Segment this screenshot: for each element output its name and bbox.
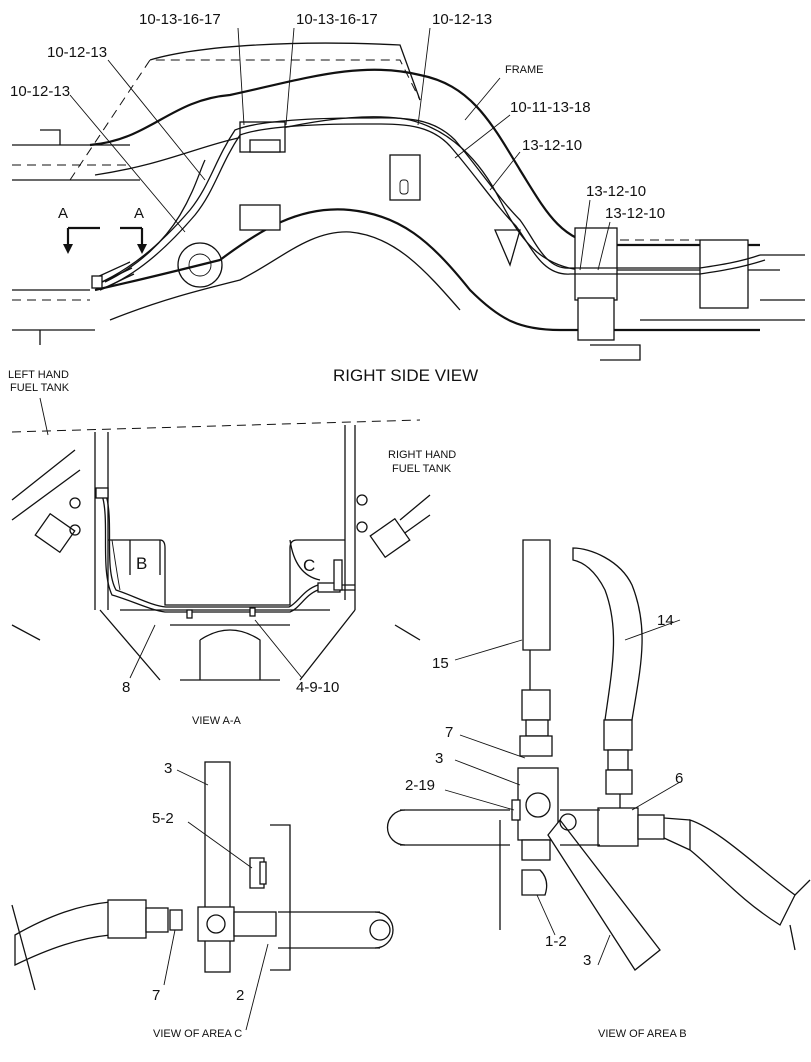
section-mark-a-right: A	[134, 205, 144, 222]
callout-7-area-c: 7	[152, 987, 160, 1004]
left-tank-label-line2: FUEL TANK	[10, 382, 70, 394]
left-tank-label-line1: LEFT HAND	[8, 369, 69, 381]
view-area-c: 3 5-2 7 2 VIEW OF AREA C	[11, 760, 394, 1040]
callout-10-12-13-mid: 10-12-13	[47, 44, 107, 61]
right-tank-label-line1: RIGHT HAND	[388, 449, 456, 461]
callout-13-12-10-a: 13-12-10	[522, 137, 582, 154]
callout-14: 14	[657, 612, 674, 629]
callout-3-area-b-bottom: 3	[583, 952, 591, 969]
area-b-title: VIEW OF AREA B	[598, 1028, 687, 1040]
callout-1-2: 1-2	[545, 933, 567, 950]
callout-2-area-c: 2	[236, 987, 244, 1004]
callout-8: 8	[122, 679, 130, 696]
callout-3-area-c: 3	[164, 760, 172, 777]
right-side-view: A A 10-13-16-17 10-13-16-17 10-12-13 10-…	[10, 11, 805, 385]
right-side-view-title: RIGHT SIDE VIEW	[333, 366, 478, 385]
callout-10-13-16-17-a: 10-13-16-17	[139, 11, 221, 28]
callout-6: 6	[675, 770, 683, 787]
callout-3-area-b-top: 3	[435, 750, 443, 767]
callout-10-12-13-left: 10-12-13	[10, 83, 70, 100]
callout-5-2: 5-2	[152, 810, 174, 827]
view-a-a: LEFT HAND FUEL TANK RIGHT HAND FUEL TANK	[8, 369, 456, 727]
callout-10-13-16-17-b: 10-13-16-17	[296, 11, 378, 28]
area-c-mark: C	[303, 556, 315, 575]
frame-label: FRAME	[505, 64, 544, 76]
area-b-mark: B	[136, 554, 147, 573]
callout-10-12-13-top: 10-12-13	[432, 11, 492, 28]
callout-4-9-10: 4-9-10	[296, 679, 339, 696]
callout-13-12-10-c: 13-12-10	[605, 205, 665, 222]
right-tank-label-line2: FUEL TANK	[392, 463, 452, 475]
callout-15: 15	[432, 655, 449, 672]
view-area-b: 15 14 7 3 2-19 6 1-2 3 VIEW OF AREA B	[386, 539, 811, 1040]
callout-2-19: 2-19	[405, 777, 435, 794]
view-aa-title: VIEW A-A	[192, 715, 242, 727]
callout-7-area-b: 7	[445, 724, 453, 741]
area-c-title: VIEW OF AREA C	[153, 1028, 242, 1040]
callout-10-11-13-18: 10-11-13-18	[510, 99, 591, 116]
section-mark-a-left: A	[58, 205, 68, 222]
callout-13-12-10-b: 13-12-10	[586, 183, 646, 200]
